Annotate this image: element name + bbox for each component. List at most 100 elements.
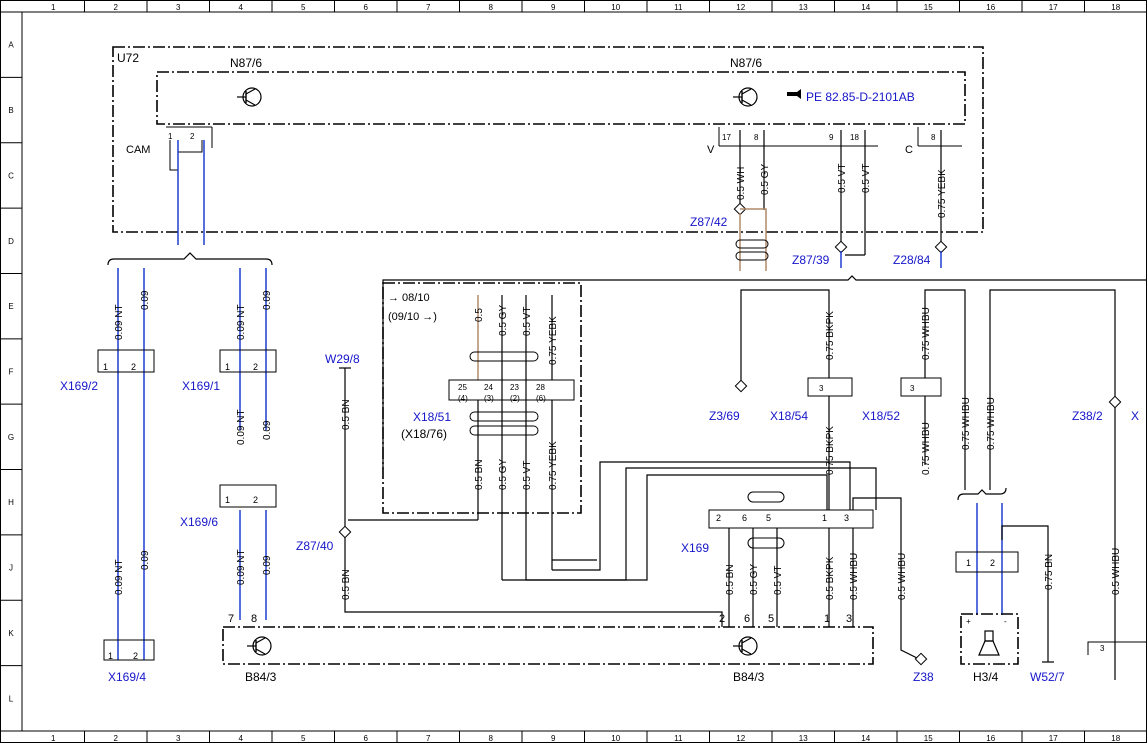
- x169-4-pin-2: 2: [133, 651, 138, 661]
- column-label: 3: [176, 3, 181, 12]
- wire-label: 0.75 YEBK: [548, 441, 559, 490]
- transistor-icon: [733, 87, 758, 107]
- column-label: 10: [611, 734, 620, 743]
- reference-link[interactable]: PE 82.85-D-2101AB: [806, 90, 915, 104]
- x18-51-pin-28: 28: [536, 383, 545, 392]
- w29-8-label[interactable]: W29/8: [325, 352, 360, 366]
- column-label: 11: [674, 734, 683, 743]
- w52-7-label[interactable]: W52/7: [1030, 670, 1065, 684]
- b84-pin-8: 8: [251, 613, 257, 625]
- wire-label: 0.75 WHBU: [921, 422, 932, 475]
- v-pin-9: 9: [829, 133, 834, 142]
- h3-4-plus: +: [966, 617, 971, 626]
- column-label: 17: [1049, 3, 1058, 12]
- wire-label: 0.75 WHBU: [921, 307, 932, 360]
- wire-label: 0.5 WHBU: [1111, 548, 1122, 595]
- row-label: A: [8, 41, 14, 50]
- x18-51-pin-23: 23: [510, 383, 519, 392]
- x18-51-label[interactable]: X18/51: [413, 410, 451, 424]
- column-label: 10: [611, 3, 620, 12]
- cam-pin-2: 2: [190, 132, 195, 141]
- column-label: 5: [301, 734, 306, 743]
- column-label: 15: [924, 734, 933, 743]
- x169-4-pin-1: 1: [108, 651, 113, 661]
- row-label: L: [9, 694, 14, 703]
- column-label: 7: [426, 3, 431, 12]
- u72-label: U72: [117, 51, 139, 65]
- column-label: 13: [799, 3, 808, 12]
- wire-label: 0.09 NT: [236, 409, 247, 445]
- x18-52-label[interactable]: X18/52: [862, 409, 900, 423]
- z28-84-label[interactable]: Z28/84: [893, 253, 931, 267]
- x18-54-label[interactable]: X18/54: [770, 409, 808, 423]
- x169-pin-1: 1: [822, 513, 827, 523]
- z38-label[interactable]: Z38: [913, 670, 934, 684]
- column-label: 9: [551, 3, 556, 12]
- x-partial-label[interactable]: X: [1131, 409, 1139, 423]
- wire-label: 0.5 BN: [341, 399, 352, 430]
- wire-label: 0.5 GY: [749, 564, 760, 595]
- date-from: → 08/10: [388, 292, 430, 304]
- z38-2-label[interactable]: Z38/2: [1072, 409, 1103, 423]
- x169-6-pin-1: 1: [225, 495, 230, 505]
- x18-51-boundary: [382, 282, 582, 514]
- x18-51-sub-4: (4): [458, 394, 468, 403]
- row-label: H: [8, 498, 14, 507]
- u72-boundary: [112, 46, 984, 233]
- x169-1-label[interactable]: X169/1: [182, 379, 220, 393]
- column-label: 16: [986, 734, 995, 743]
- h3-4-minus: -: [1004, 617, 1007, 626]
- h3-4-boundary: [960, 613, 1019, 665]
- x18-52-pin-3: 3: [910, 384, 915, 393]
- x169-4-label[interactable]: X169/4: [108, 670, 146, 684]
- speaker-icon: [978, 630, 1000, 656]
- x18-51-sub-3: (3): [484, 394, 494, 403]
- column-label: 11: [674, 3, 683, 12]
- wire-label: 0.75 BKPK: [825, 426, 836, 475]
- column-label: 7: [426, 734, 431, 743]
- wire-label: 0.75 WHBU: [961, 397, 972, 450]
- column-label: 5: [301, 3, 306, 12]
- z87-40-label[interactable]: Z87/40: [296, 539, 334, 553]
- z3-69-label[interactable]: Z3/69: [709, 409, 740, 423]
- v-pin-17: 17: [722, 133, 731, 142]
- h3-4-pin-2: 2: [990, 558, 995, 568]
- x18-76-label: (X18/76): [401, 427, 447, 441]
- n87-6-boundary: [156, 71, 966, 125]
- wire-label: 0.09: [140, 550, 151, 570]
- x169-label[interactable]: X169: [681, 541, 709, 555]
- column-label: 9: [551, 734, 556, 743]
- column-label: 4: [239, 734, 244, 743]
- z87-39-label[interactable]: Z87/39: [792, 253, 830, 267]
- row-label: K: [8, 629, 14, 638]
- column-label: 18: [1111, 3, 1120, 12]
- c-pin-8: 8: [931, 133, 936, 142]
- x169-pin-3: 3: [844, 513, 849, 523]
- x18-51-pin-25: 25: [458, 383, 467, 392]
- column-label: 2: [114, 734, 119, 743]
- wire-label: 0.5 BKPK: [825, 556, 836, 600]
- date-to: (09/10 →): [388, 311, 437, 323]
- x169-6-label[interactable]: X169/6: [180, 515, 218, 529]
- column-label: 3: [176, 734, 181, 743]
- v-pin-8: 8: [754, 133, 759, 142]
- wire-label: 0.09 NT: [236, 304, 247, 340]
- column-label: 15: [924, 3, 933, 12]
- cam-pin-1: 1: [168, 132, 173, 141]
- wire-label: 0.09: [140, 290, 151, 310]
- z87-42-label[interactable]: Z87/42: [690, 215, 728, 229]
- wire-label: 0.75 YEBK: [937, 169, 948, 218]
- h3-4-label: H3/4: [973, 670, 999, 684]
- x18-51-sub-2: (2): [510, 394, 520, 403]
- x18-51-sub-6: (6): [536, 394, 546, 403]
- x169-1-pin-2: 2: [253, 362, 258, 372]
- wire-label: 0.5 BN: [725, 564, 736, 595]
- x169-2-pin-1: 1: [103, 362, 108, 372]
- wire-label: 0.5 VT: [522, 461, 533, 490]
- x18-51-pin-24: 24: [484, 383, 493, 392]
- x169-2-label[interactable]: X169/2: [60, 379, 98, 393]
